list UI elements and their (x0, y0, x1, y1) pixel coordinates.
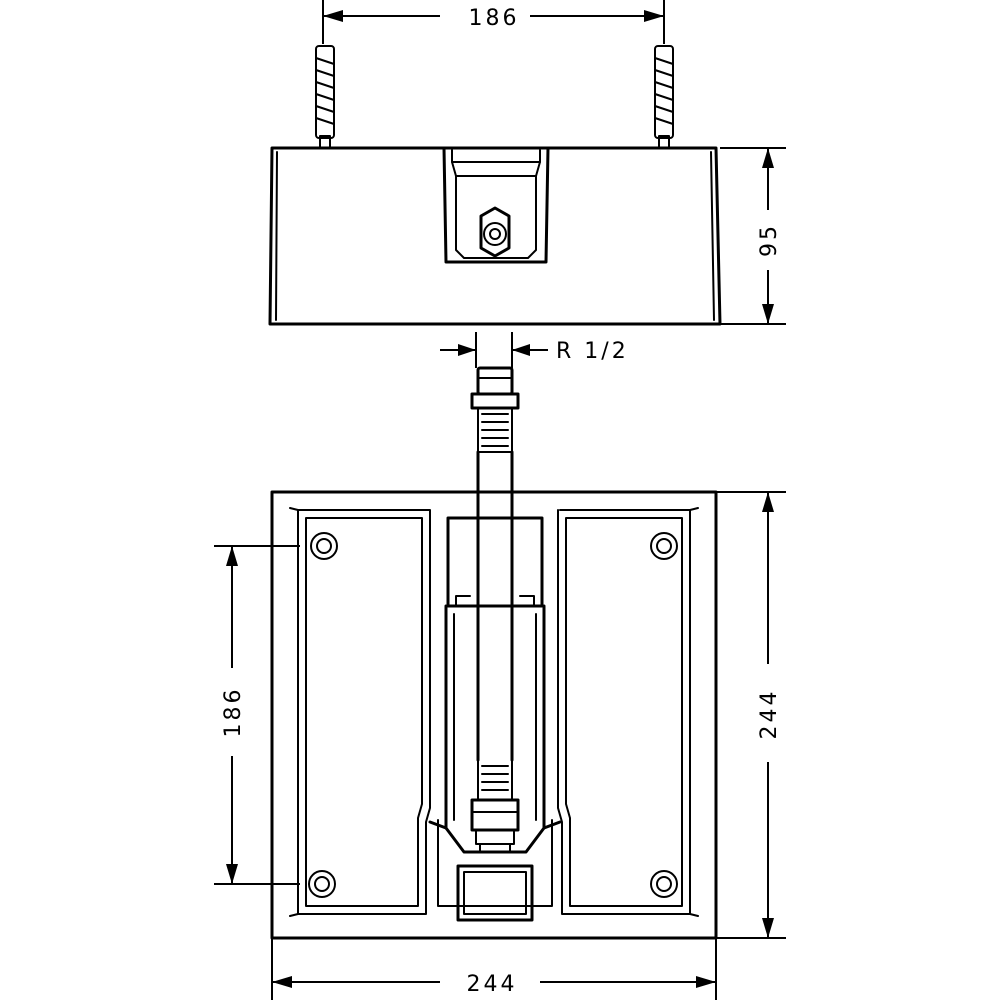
connection-pocket (442, 146, 550, 264)
dim-thread-label: R 1/2 (556, 339, 629, 364)
dim-side-height: 95 (720, 147, 786, 325)
dim-left-height: 186 (214, 545, 300, 885)
dim-right-height-label: 244 (757, 689, 782, 740)
dim-side-height-label: 95 (757, 223, 782, 257)
mount-hole-bottom-left (308, 870, 336, 898)
mount-hole-top-right (650, 532, 678, 560)
dim-top-width: 186 (322, 0, 665, 44)
outer-frame (270, 490, 718, 940)
housing-body (268, 146, 722, 326)
dim-right-height: 244 (716, 491, 786, 939)
dim-bottom-width: 244 (271, 938, 717, 1000)
dim-thread: R 1/2 (440, 332, 629, 368)
dim-top-width-label: 186 (469, 6, 520, 31)
plan-view (270, 366, 718, 940)
dim-left-height-label: 186 (221, 687, 246, 738)
right-tray (557, 509, 691, 915)
mount-hole-top-left (310, 532, 338, 560)
supply-hose (470, 366, 520, 853)
right-wall-anchor (654, 45, 674, 149)
central-channel (428, 516, 562, 922)
side-view (268, 45, 722, 326)
left-wall-anchor (315, 45, 335, 149)
dim-bottom-width-label: 244 (467, 972, 518, 997)
mount-hole-bottom-right (650, 870, 678, 898)
left-tray (297, 509, 431, 915)
